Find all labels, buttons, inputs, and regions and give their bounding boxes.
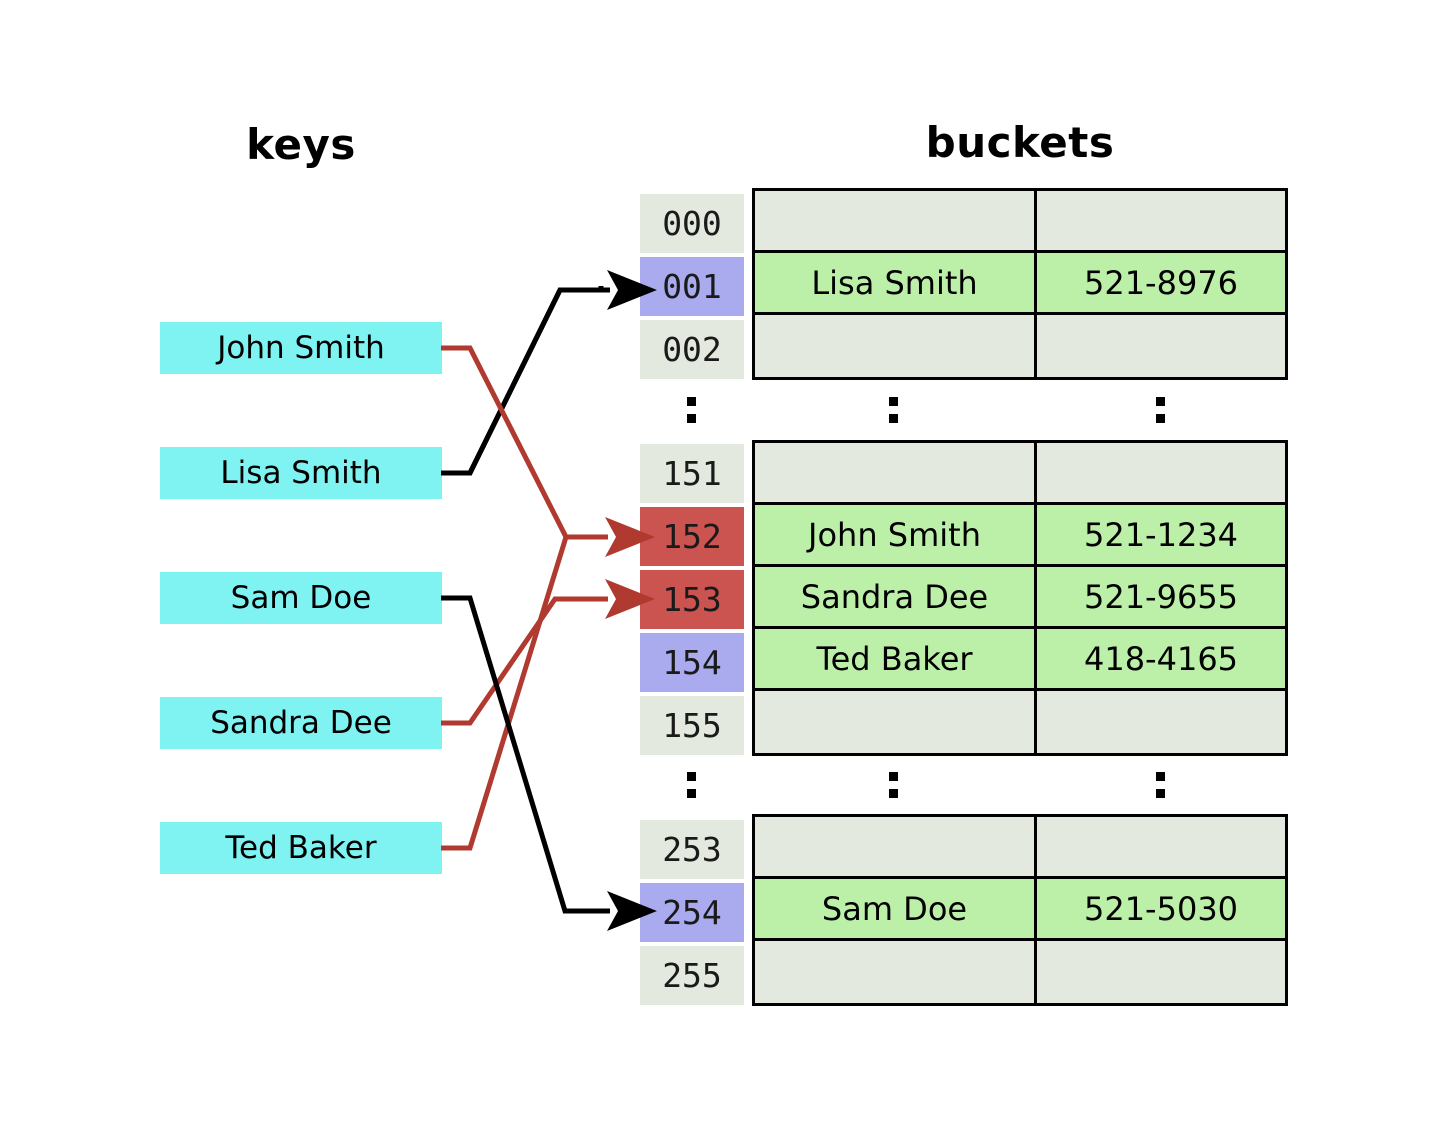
key-box-sandra-dee[interactable]: Sandra Dee — [160, 697, 442, 749]
table-row[interactable]: John Smith 521-1234 — [755, 505, 1285, 567]
arrow-lisa-smith-to-001 — [441, 286, 604, 476]
bucket-name-cell — [755, 691, 1037, 753]
bucket-name-cell: Sam Doe — [755, 879, 1037, 938]
index-cell-154[interactable]: 154 — [640, 633, 744, 692]
bucket-phone-cell — [1037, 817, 1285, 876]
bucket-name-cell — [755, 315, 1037, 377]
index-cell-155[interactable]: 155 — [640, 696, 744, 755]
vertical-ellipsis-icon — [687, 397, 697, 431]
bucket-phone-cell — [1037, 941, 1285, 1003]
bucket-phone-cell: 418-4165 — [1037, 629, 1285, 688]
bucket-table-group-3: Sam Doe 521-5030 — [752, 814, 1288, 1006]
vertical-ellipsis-icon — [889, 397, 899, 431]
bucket-name-cell: Sandra Dee — [755, 567, 1037, 626]
key-box-ted-baker[interactable]: Ted Baker — [160, 822, 442, 874]
key-box-john-smith[interactable]: John Smith — [160, 322, 442, 374]
index-cell-001[interactable]: 001 — [640, 257, 744, 316]
table-row[interactable] — [755, 315, 1285, 377]
table-row[interactable] — [755, 817, 1285, 879]
buckets-heading: buckets — [925, 118, 1115, 167]
arrow-sandra-dee-to-153 — [441, 579, 655, 726]
key-box-sam-doe[interactable]: Sam Doe — [160, 572, 442, 624]
table-row[interactable]: Lisa Smith 521-8976 — [755, 253, 1285, 315]
arrow-ted-baker-to-152 — [441, 536, 569, 851]
table-row[interactable] — [755, 191, 1285, 253]
vertical-ellipsis-icon — [889, 772, 899, 806]
bucket-table-group-1: Lisa Smith 521-8976 — [752, 188, 1288, 380]
arrow-lisa-smith-to-001-head — [441, 270, 657, 476]
vertical-ellipsis-icon — [1156, 397, 1166, 431]
vertical-ellipsis-icon — [1156, 772, 1166, 806]
index-cell-002[interactable]: 002 — [640, 320, 744, 379]
table-row[interactable] — [755, 691, 1285, 753]
table-row[interactable]: Sandra Dee 521-9655 — [755, 567, 1285, 629]
bucket-name-cell: Ted Baker — [755, 629, 1037, 688]
table-row[interactable]: Ted Baker 418-4165 — [755, 629, 1285, 691]
bucket-name-cell: John Smith — [755, 505, 1037, 564]
bucket-table-group-2: John Smith 521-1234 Sandra Dee 521-9655 … — [752, 440, 1288, 756]
index-cell-254[interactable]: 254 — [640, 883, 744, 942]
arrow-john-smith-to-152 — [441, 345, 655, 557]
table-row[interactable] — [755, 443, 1285, 505]
bucket-phone-cell: 521-5030 — [1037, 879, 1285, 938]
bucket-phone-cell: 521-8976 — [1037, 253, 1285, 312]
vertical-ellipsis-icon — [687, 772, 697, 806]
index-cell-151[interactable]: 151 — [640, 444, 744, 503]
arrow-sam-doe-to-254 — [441, 595, 657, 931]
bucket-phone-cell — [1037, 691, 1285, 753]
index-cell-253[interactable]: 253 — [640, 820, 744, 879]
keys-heading: keys — [246, 120, 356, 169]
bucket-name-cell — [755, 191, 1037, 250]
bucket-phone-cell — [1037, 443, 1285, 502]
bucket-phone-cell: 521-1234 — [1037, 505, 1285, 564]
bucket-name-cell — [755, 941, 1037, 1003]
bucket-name-cell: Lisa Smith — [755, 253, 1037, 312]
bucket-name-cell — [755, 443, 1037, 502]
index-cell-000[interactable]: 000 — [640, 194, 744, 253]
bucket-phone-cell: 521-9655 — [1037, 567, 1285, 626]
bucket-phone-cell — [1037, 315, 1285, 377]
index-cell-153[interactable]: 153 — [640, 570, 744, 629]
bucket-phone-cell — [1037, 191, 1285, 250]
index-cell-255[interactable]: 255 — [640, 946, 744, 1005]
table-row[interactable] — [755, 941, 1285, 1003]
key-box-lisa-smith[interactable]: Lisa Smith — [160, 447, 442, 499]
bucket-name-cell — [755, 817, 1037, 876]
index-cell-152[interactable]: 152 — [640, 507, 744, 566]
table-row[interactable]: Sam Doe 521-5030 — [755, 879, 1285, 941]
